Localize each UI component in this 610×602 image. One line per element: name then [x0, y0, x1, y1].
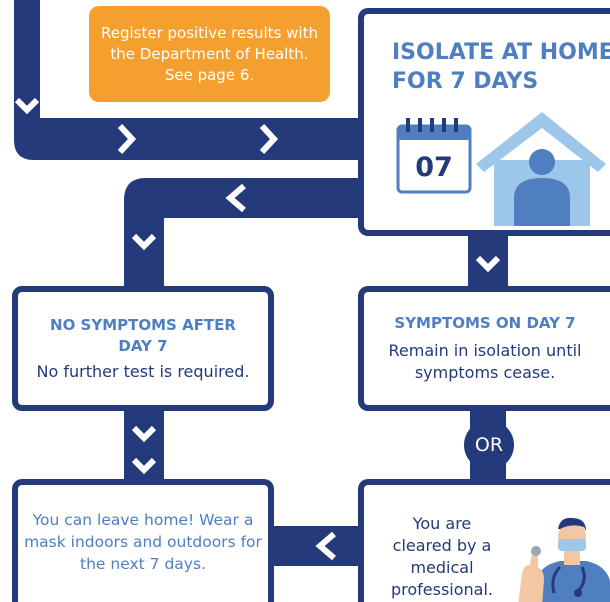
chevron-down-icon	[131, 425, 157, 443]
chevron-down-icon	[131, 233, 157, 251]
chevron-left-icon	[225, 183, 246, 213]
register-results-note: Register positive results with the Depar…	[89, 6, 330, 102]
isolate-title-line1: ISOLATE AT HOME	[392, 40, 610, 65]
home-calendar-illustration: 07	[396, 112, 606, 226]
chevrons	[14, 97, 501, 561]
cleared-box: You are cleared by a medical professiona…	[358, 479, 610, 602]
or-badge: OR	[464, 420, 514, 470]
isolate-title-line2: FOR 7 DAYS	[392, 69, 539, 94]
connector-to-leave-home	[124, 405, 164, 490]
connector-to-symptoms	[468, 226, 508, 292]
leave-home-text: You can leave home! Wear a mask indoors …	[24, 511, 262, 573]
calendar-icon: 07	[396, 118, 472, 194]
no-symptoms-box: NO SYMPTOMS AFTER DAY 7 No further test …	[12, 286, 274, 411]
no-symptoms-heading: NO SYMPTOMS AFTER DAY 7	[50, 315, 236, 355]
no-symptoms-body: No further test is required.	[36, 361, 250, 381]
register-results-text: Register positive results with the Depar…	[101, 23, 318, 84]
cleared-text: You are cleared by a medical professiona…	[390, 514, 494, 599]
doctor-illustration	[518, 517, 610, 602]
leave-home-box: You can leave home! Wear a mask indoors …	[12, 479, 274, 602]
chevron-left-icon	[315, 531, 336, 561]
house-icon	[476, 112, 606, 226]
connector-top-left	[14, 0, 362, 160]
or-label: OR	[474, 434, 504, 456]
symptoms-body: Remain in isolation until symptoms cease…	[388, 341, 582, 382]
chevron-down-icon	[475, 255, 501, 273]
symptoms-heading: SYMPTOMS ON DAY 7	[394, 314, 576, 332]
isolate-at-home-box: ISOLATE AT HOME FOR 7 DAYS 07	[358, 8, 610, 236]
isolate-title: ISOLATE AT HOME FOR 7 DAYS	[392, 38, 610, 96]
doctor-icon	[518, 517, 610, 602]
chevron-right-icon	[117, 123, 137, 155]
chevron-right-icon	[259, 123, 279, 155]
connector-to-no-symptoms	[124, 178, 362, 290]
chevron-down-icon	[14, 97, 40, 115]
calendar-day-number: 07	[415, 152, 453, 183]
symptoms-box: SYMPTOMS ON DAY 7 Remain in isolation un…	[358, 286, 610, 411]
chevron-down-icon	[131, 457, 157, 475]
